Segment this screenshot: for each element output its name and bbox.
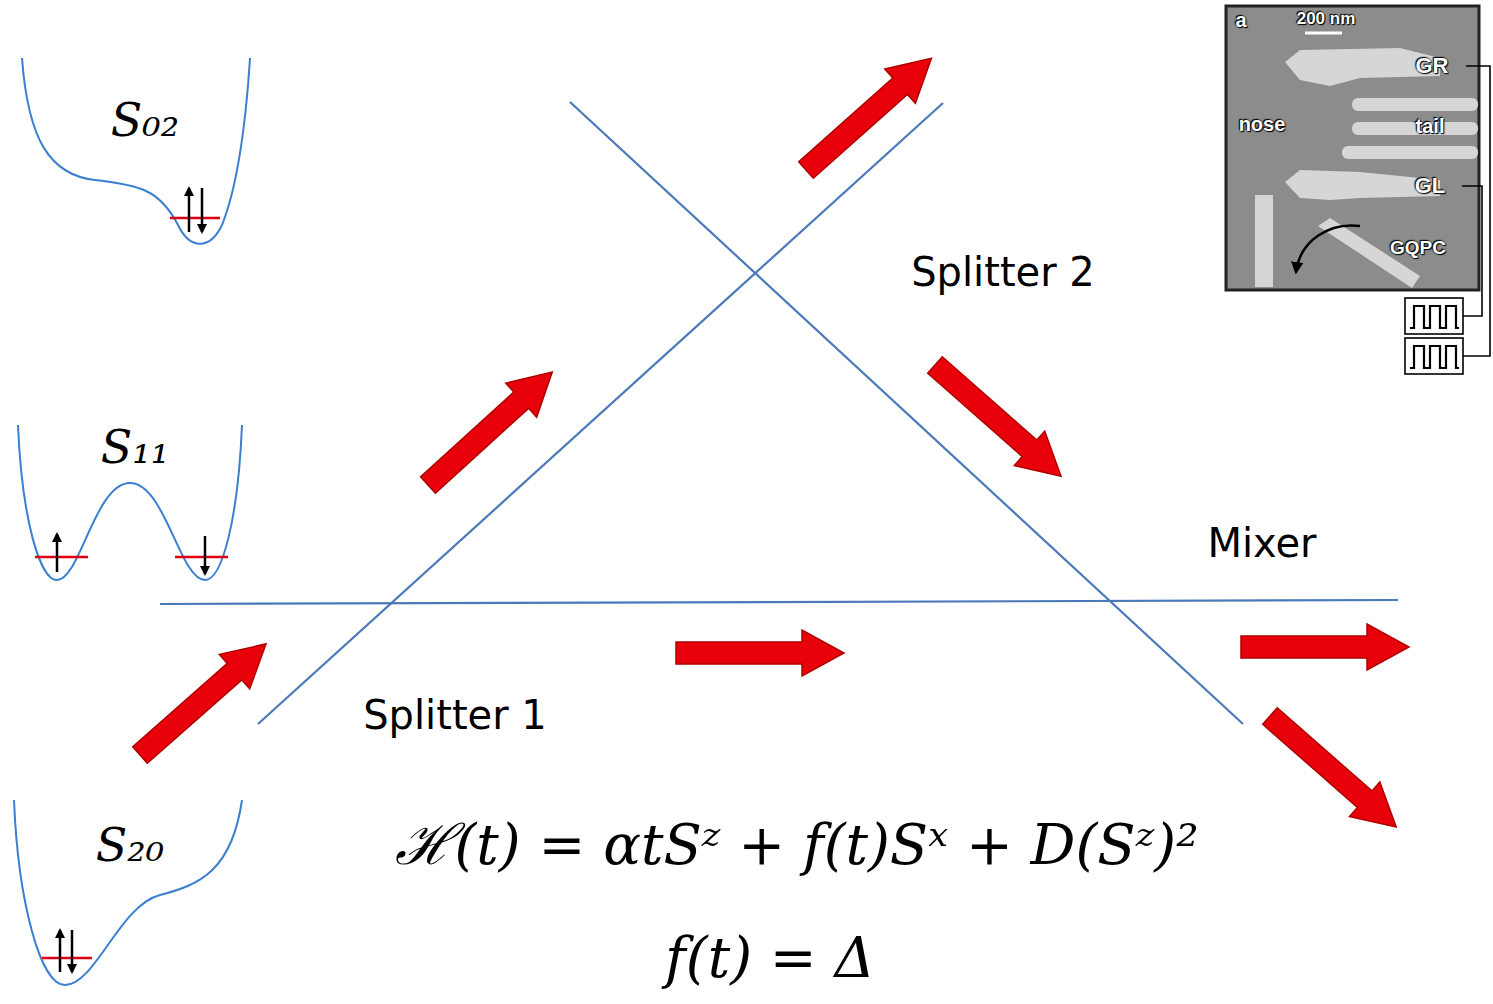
potential-well: [14, 800, 242, 985]
level-line: [258, 103, 943, 724]
energy-level: [35, 556, 88, 559]
pulse-generator: [1405, 338, 1463, 374]
state-label: S₂₀: [96, 820, 164, 871]
energy-level: [175, 556, 228, 559]
pulse-generator: [1405, 298, 1463, 334]
wire: [1462, 186, 1482, 316]
spin-arrow: [71, 930, 74, 972]
gate-label: GQPC: [1390, 238, 1446, 259]
red-arrow: [1255, 699, 1412, 844]
pulse-wave: [1410, 346, 1459, 368]
level-line: [570, 102, 1243, 724]
panel-letter: a: [1235, 9, 1246, 31]
pulse-wave: [1410, 306, 1459, 328]
gate: [1352, 98, 1478, 111]
gate-label: nose: [1239, 113, 1286, 135]
scale-label: 200 nm: [1297, 10, 1356, 29]
state-label: S₀₂: [111, 95, 179, 146]
gate: [1255, 195, 1273, 287]
red-arrow: [920, 348, 1076, 494]
level-line: [160, 600, 1398, 604]
drive-equation: f(t) = Δ: [665, 927, 875, 989]
potential-well: [22, 58, 250, 244]
gate: [1352, 122, 1478, 135]
scale-bar: [1305, 32, 1342, 35]
gate-label: GR: [1416, 54, 1449, 78]
energy-level: [170, 217, 220, 220]
mixer-label: Mixer: [1207, 521, 1316, 565]
gate-label: tail: [1416, 115, 1445, 137]
spin-arrow: [201, 188, 204, 232]
splitter-label: Splitter 2: [911, 250, 1095, 294]
energy-level: [42, 957, 92, 960]
sem-frame: [1226, 6, 1479, 290]
hamiltonian-equation: ℋ(t) = αtSᶻ + f(t)Sˣ + D(Sᶻ)²: [395, 814, 1198, 876]
gate-label: GL: [1415, 174, 1446, 198]
red-arrow: [1241, 624, 1409, 670]
red-arrow: [125, 627, 281, 773]
red-arrow: [413, 355, 568, 502]
red-arrow: [676, 630, 844, 676]
red-arrow: [791, 41, 947, 187]
state-label: S₁₁: [101, 422, 169, 473]
gate: [1342, 146, 1478, 159]
splitter-label: Splitter 1: [363, 693, 547, 737]
spin-arrow: [59, 930, 62, 972]
spin-arrow: [56, 534, 59, 572]
spin-arrow: [204, 536, 207, 574]
wire: [1463, 66, 1490, 356]
current-arrow: [1296, 225, 1360, 272]
sem-inset: [1226, 6, 1479, 290]
spin-arrow: [188, 188, 191, 232]
